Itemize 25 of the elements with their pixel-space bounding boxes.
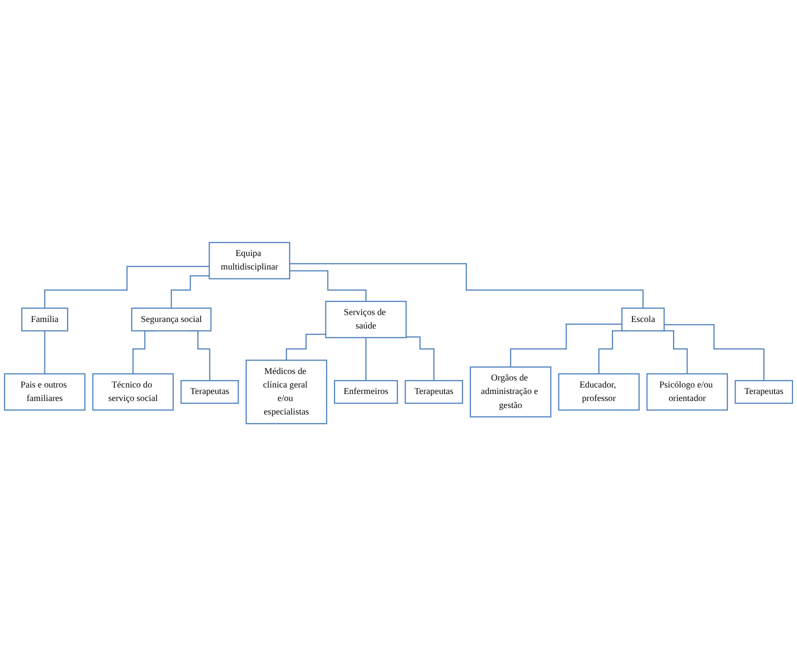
connector <box>170 275 210 309</box>
node-box: Médicos de clínica geral e/ou especialistas <box>246 360 328 424</box>
node-box: Serviços de saúde <box>325 300 407 338</box>
node-box: Orgãos de administração e gestão <box>470 366 552 418</box>
node-box: Família <box>21 308 68 332</box>
connector <box>44 266 210 309</box>
node-box: Técnico do serviço social <box>92 373 174 411</box>
node-box: Segurança social <box>131 308 212 332</box>
node-box: Enfermeiros <box>334 380 398 404</box>
connector <box>286 334 326 361</box>
connector <box>365 336 366 382</box>
node-box: Terapeutas <box>734 380 794 404</box>
node-box: Psicólogo e/ou orientador <box>646 373 728 411</box>
connector <box>44 330 46 374</box>
node-box: Pais e outros familiares <box>4 373 86 411</box>
node-box: Equipa multidisciplinar <box>208 242 290 280</box>
connector <box>510 324 622 368</box>
connector <box>290 263 644 309</box>
node-box: Terapeutas <box>180 380 239 404</box>
connector <box>290 270 366 302</box>
node-box: Escola <box>621 308 665 332</box>
connector <box>406 336 434 382</box>
connector <box>664 324 764 382</box>
node-box: Terapeutas <box>404 380 464 404</box>
node-box: Educador, professor <box>558 373 640 411</box>
